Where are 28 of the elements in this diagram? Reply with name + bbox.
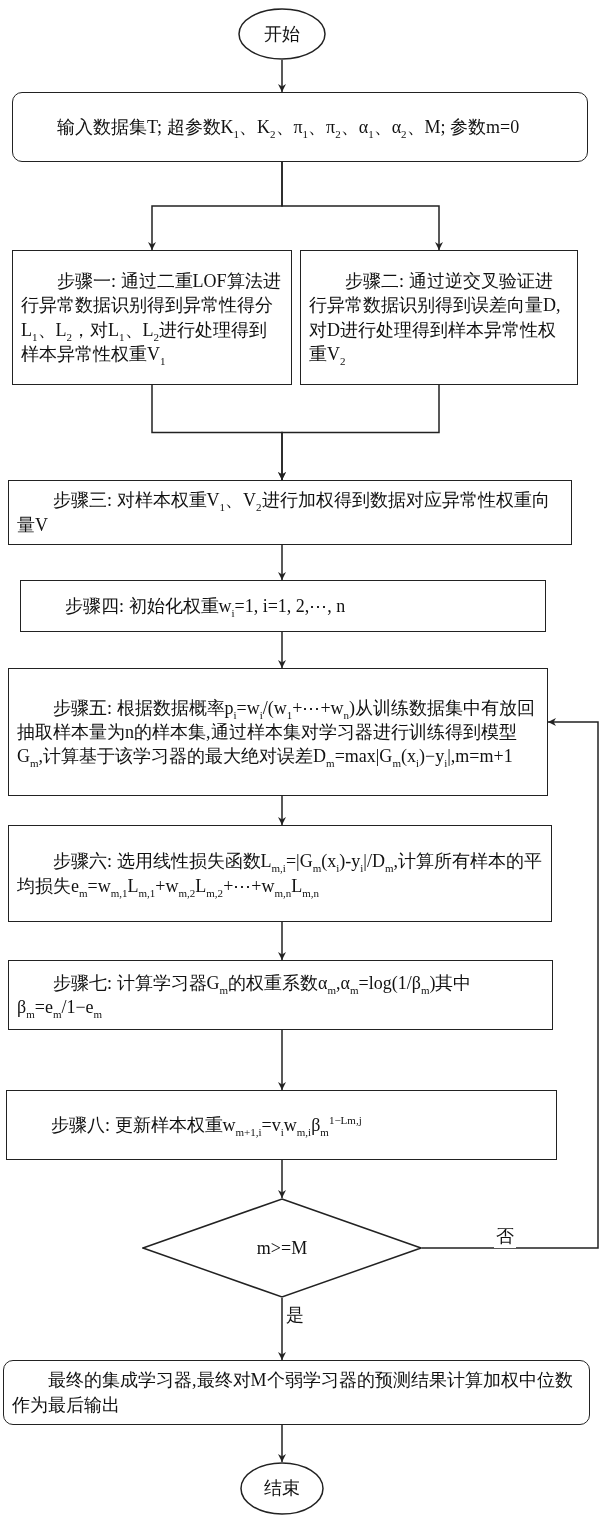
edge-label: 是 (284, 1303, 306, 1327)
process-box: 步骤三: 对样本权重V$_{1}$、V$_{2}$进行加权得到数据对应异常性权重向量V (8, 480, 572, 545)
decision-diamond (142, 1198, 422, 1298)
arrow (278, 1297, 286, 1361)
condition-label: m>=M (256, 1236, 308, 1260)
terminal-label: 开始 (264, 22, 300, 46)
arrow (278, 384, 440, 481)
process-box: 步骤七: 计算学习器G$_{m}$的权重系数α$_{m}$,α$_{m}$=log(1/β$_{m}$)其中β$_{m}$=e$_{m}$/1−e$_{m}$ (8, 960, 553, 1030)
process-box: 步骤六: 选用线性损失函数L$_{m,i}$=|G$_{m}$(x$_{i}$)-y$_{i}$|/D$_{m}$,计算所有样本的平均损失e$_{m}$=w$_{m,1}$L$_{m,1}$+w$_{m,2}$L$_{m,2}$+⋯+w$_{m,n}$L$_{m,n}$ (8, 825, 552, 922)
arrow (421, 718, 599, 1249)
arrow (281, 161, 443, 251)
process-box: 步骤二: 通过逆交叉验证进行异常数据识别得到误差向量D,对D进行处理得到样本异常性权重V$_{2}$ (300, 250, 578, 385)
arrow (278, 1029, 286, 1091)
arrow (278, 795, 286, 826)
arrow (278, 59, 286, 93)
rounded-process-box: 输入数据集T; 超参数K$_{1}$、K$_{2}$、π$_{1}$、π$_{2}$、α$_{1}$、α$_{2}$、M; 参数m=0 (12, 92, 588, 162)
terminal-oval (238, 8, 326, 60)
process-box: 步骤四: 初始化权重w$_{i}$=1, i=1, 2,⋯, n (20, 580, 546, 632)
arrow (278, 544, 286, 581)
terminal-label: 结束 (264, 1477, 300, 1501)
process-box: 步骤五: 根据数据概率p$_{i}$=w$_{i}$/(w$_{1}$+⋯+w$_{n}$)从训练数据集中有放回抽取样本量为n的样本集,通过样本集对学习器进行训练得到模型G$_{m}$,计算基于该学习器的最大绝对误差D$_{m}$=max|G$_{m}$(x$_{i}$)−y$_{i}$|,m=m+1 (8, 668, 548, 796)
arrow (278, 1159, 286, 1199)
arrow (278, 631, 286, 669)
arrow (278, 921, 286, 961)
rounded-process-box: 最终的集成学习器,最终对M个弱学习器的预测结果计算加权中位数作为最后输出 (3, 1360, 590, 1425)
arrow (278, 1424, 286, 1463)
terminal-oval (240, 1462, 324, 1515)
process-box: 步骤一: 通过二重LOF算法进行异常数据识别得到异常性得分L$_{1}$、L$_{2}$，对L$_{1}$、L$_{2}$进行处理得到样本异常性权重V$_{1}$ (12, 250, 292, 385)
